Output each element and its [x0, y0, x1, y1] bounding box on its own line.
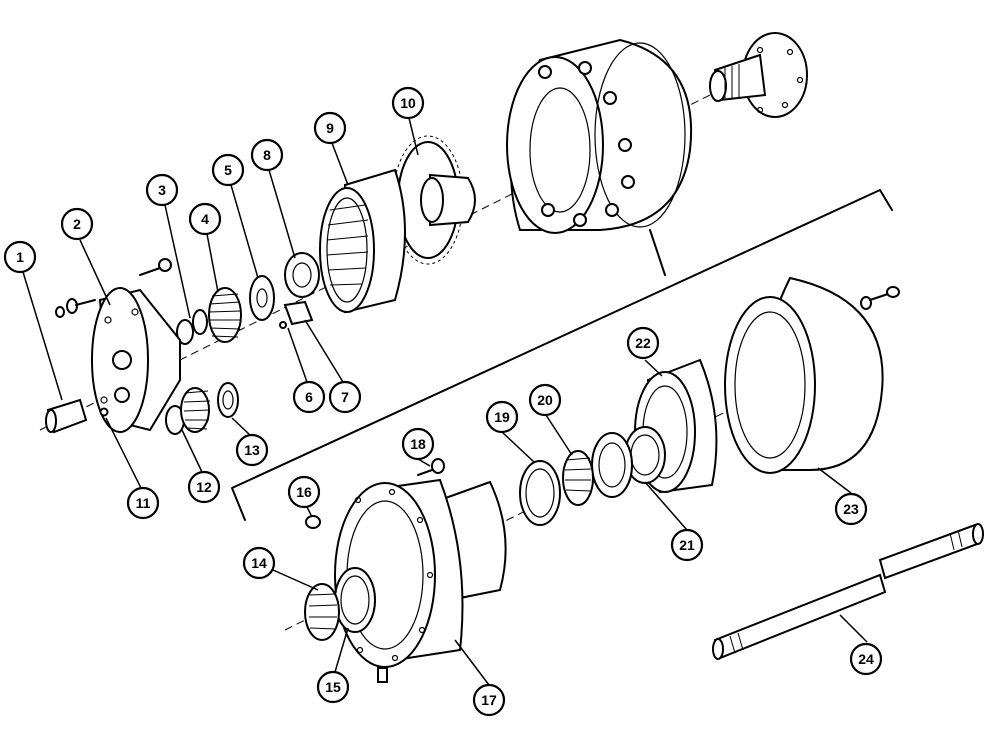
part-11-dowel-pin — [99, 407, 109, 417]
svg-text:19: 19 — [494, 409, 510, 425]
svg-text:20: 20 — [537, 392, 553, 408]
svg-text:10: 10 — [400, 95, 416, 111]
svg-text:9: 9 — [326, 120, 334, 136]
carrier-screw — [55, 298, 96, 318]
svg-text:1: 1 — [16, 249, 24, 265]
leader-lines — [22, 117, 868, 686]
part-3-needle-bearing — [176, 309, 208, 345]
callout-5: 5 — [211, 153, 245, 187]
part-23-brake-drum — [724, 276, 884, 474]
callout-8: 8 — [250, 138, 284, 172]
svg-text:11: 11 — [136, 495, 151, 511]
part-7-lock-plate — [283, 300, 314, 326]
svg-text:22: 22 — [635, 335, 651, 351]
part-20-bearing-cone — [562, 450, 594, 506]
svg-text:3: 3 — [158, 182, 166, 198]
callout-22: 22 — [626, 326, 660, 360]
part-6-screw — [279, 321, 287, 329]
svg-text:17: 17 — [481, 692, 497, 708]
callout-7: 7 — [328, 380, 362, 414]
callout-21: 21 — [670, 528, 704, 562]
callout-20: 20 — [528, 383, 562, 417]
callout-15: 15 — [316, 670, 350, 704]
part-18-wheel-bolt — [417, 458, 445, 476]
part-4-planet-gear — [208, 287, 242, 343]
part-9-ring-gear — [319, 168, 406, 314]
flanged-axle-shaft — [709, 32, 808, 118]
svg-text:6: 6 — [305, 389, 313, 405]
callout-12: 12 — [187, 470, 221, 504]
svg-text:14: 14 — [251, 555, 267, 571]
svg-text:13: 13 — [244, 442, 260, 458]
drum-screw — [860, 286, 900, 310]
callout-17: 17 — [472, 683, 506, 717]
svg-text:2: 2 — [73, 216, 81, 232]
part-10-drive-gear — [392, 135, 476, 265]
callout-16: 16 — [287, 475, 321, 509]
part-16-nut — [305, 515, 321, 529]
svg-text:7: 7 — [341, 389, 349, 405]
svg-text:8: 8 — [263, 147, 271, 163]
part-2-planet-carrier — [91, 287, 181, 433]
callout-2: 2 — [60, 207, 94, 241]
part-15-bearing-cup — [334, 567, 376, 633]
svg-text:4: 4 — [201, 211, 209, 227]
svg-text:15: 15 — [325, 679, 341, 695]
callout-24: 24 — [849, 642, 883, 676]
assembly-bracket — [231, 189, 893, 521]
callout-19: 19 — [485, 400, 519, 434]
svg-text:16: 16 — [296, 484, 312, 500]
callout-11: 11 — [126, 486, 160, 520]
svg-text:23: 23 — [843, 501, 859, 517]
svg-text:18: 18 — [410, 436, 426, 452]
part-12-planet-gear — [165, 387, 211, 435]
svg-text:24: 24 — [858, 651, 874, 667]
top-screw — [139, 258, 172, 276]
callout-4: 4 — [188, 202, 222, 236]
callout-6: 6 — [292, 380, 326, 414]
callout-18: 18 — [401, 427, 435, 461]
svg-text:12: 12 — [196, 479, 212, 495]
svg-text:5: 5 — [224, 162, 232, 178]
part-5-thrust-washer — [249, 275, 275, 321]
part-8-lock-nut — [284, 252, 320, 298]
hub-housing-upper — [506, 38, 693, 234]
svg-text:21: 21 — [679, 537, 695, 553]
callout-14: 14 — [242, 546, 276, 580]
part-21-bearing-cup — [591, 426, 666, 498]
callout-3: 3 — [145, 173, 179, 207]
callout-10: 10 — [391, 86, 425, 120]
callout-1: 1 — [3, 240, 37, 274]
part-24-axle-shaft — [712, 523, 984, 660]
part-13-washer — [217, 382, 239, 418]
part-14-bearing-cone — [304, 583, 340, 641]
part-19-bearing-race — [519, 460, 561, 526]
part-1-shaft-pin — [45, 398, 88, 434]
callout-13: 13 — [235, 433, 269, 467]
callout-9: 9 — [313, 111, 347, 145]
callout-23: 23 — [834, 492, 868, 526]
grease-fitting — [377, 667, 388, 683]
